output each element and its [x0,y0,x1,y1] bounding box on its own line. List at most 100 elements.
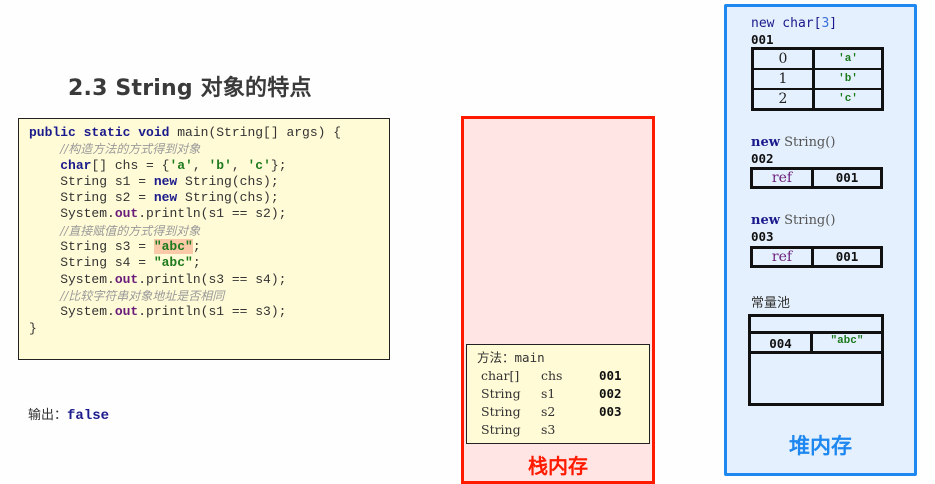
class-name: String() [784,135,836,150]
code-token: System. [29,271,115,287]
code-token: main(String[] args) { [169,125,342,140]
pool-entry-addr: 004 [751,334,810,351]
string-object-addr: 002 [751,151,774,166]
code-token: } [29,320,37,336]
ref-value: 001 [814,170,880,186]
code-token: public static void [29,125,170,140]
code-token: out [114,304,139,320]
array-size: 3 [821,16,830,31]
var-type: char[] [481,368,520,383]
array-cell-row: 0'a' [754,50,881,68]
char-array-table: 0'a' 1'b' 2'c' [751,47,884,111]
constant-pool-label: 常量池 [751,296,791,311]
var-addr: 002 [599,386,622,401]
code-token: 'c' [247,157,271,173]
code-token: out [114,206,139,222]
code-token: String s4 = [29,255,154,271]
var-type: String [481,404,521,419]
char-array-label: new char[3] [751,16,837,31]
code-token: [] chs = { [91,157,170,173]
stack-memory-label: 栈内存 [528,454,588,478]
array-value: 'b' [815,70,881,88]
method-label: 方法： [477,350,515,365]
array-index: 1 [754,70,812,88]
var-type: String [481,422,521,437]
code-line: public static void main(String[] args) { [29,125,389,141]
code-line: } [29,321,389,337]
ref-label: ref [753,170,811,186]
array-value: 'c' [815,90,881,108]
output-value: false [67,408,110,424]
code-token: .println(s3 == s4); [138,271,287,287]
code-line: //直接赋值的方式得到对象 [29,223,389,239]
code-token: String s1 = [29,173,154,189]
new-keyword: new [751,135,780,150]
method-name: main [514,350,545,365]
code-token: char [60,157,92,173]
pool-entry-value: "abc" [813,334,881,351]
code-line: String s4 = "abc"; [29,255,389,271]
code-line: String s3 = "abc"; [29,239,389,255]
pool-entry-row: 004"abc" [751,334,881,354]
code-token: System. [29,206,115,222]
code-token: }; [270,157,287,173]
code-line: String s1 = new String(chs); [29,174,389,190]
string-object-addr: 003 [751,229,774,244]
code-line: System.out.println(s3 == s4); [29,272,389,288]
code-comment: //构造方法的方式得到对象 [60,142,201,157]
code-token: ; [192,239,201,255]
code-token [29,142,60,157]
ref-value: 001 [814,249,880,265]
array-cell-row: 1'b' [754,70,881,88]
new-keyword: new [751,213,780,228]
ref-label: ref [753,249,811,265]
var-type: String [481,386,521,401]
code-token: "abc" [153,239,193,255]
array-cell-row: 2'c' [754,90,881,108]
code-token: ; [192,255,201,271]
code-token [29,224,60,239]
output-line: 输出：false [28,404,109,424]
code-token: String(chs); [177,173,279,189]
code-token: .println(s1 == s2); [138,206,287,222]
code-token: new [153,190,178,206]
array-value: 'a' [815,50,881,68]
new-char-keyword: new char[ [751,16,822,31]
code-token: .println(s1 == s3); [138,304,287,320]
code-token: , [192,157,209,173]
heap-memory-label: 堆内存 [789,434,852,458]
code-token: String s3 = [29,239,154,255]
slide-title: 2.3 String 对象的特点 [68,76,312,101]
class-name: String() [784,213,836,228]
code-token: String(chs); [177,190,279,206]
constant-pool-table: 004"abc" [748,314,884,406]
code-comment: //比较字符串对象地址是否相同 [60,288,225,303]
code-token [29,158,60,173]
code-token [29,289,60,304]
code-line: System.out.println(s1 == s2); [29,206,389,222]
array-index: 0 [754,50,812,68]
pool-empty-row [751,317,881,334]
code-line: //比较字符串对象地址是否相同 [29,288,389,304]
char-array-addr: 001 [751,32,774,47]
output-label: 输出： [28,408,68,423]
code-line: //构造方法的方式得到对象 [29,141,389,157]
code-line: char[] chs = {'a', 'b', 'c'}; [29,158,389,174]
var-name: chs [541,368,563,383]
string-object-label: new String() [751,135,835,150]
code-token: "abc" [153,255,193,271]
code-line: System.out.println(s1 == s3); [29,304,389,320]
code-block: public static void main(String[] args) {… [18,118,390,360]
array-index: 2 [754,90,812,108]
string-object-label: new String() [751,213,835,228]
code-token: , [231,157,248,173]
code-line: String s2 = new String(chs); [29,190,389,206]
var-addr: 003 [599,404,622,419]
